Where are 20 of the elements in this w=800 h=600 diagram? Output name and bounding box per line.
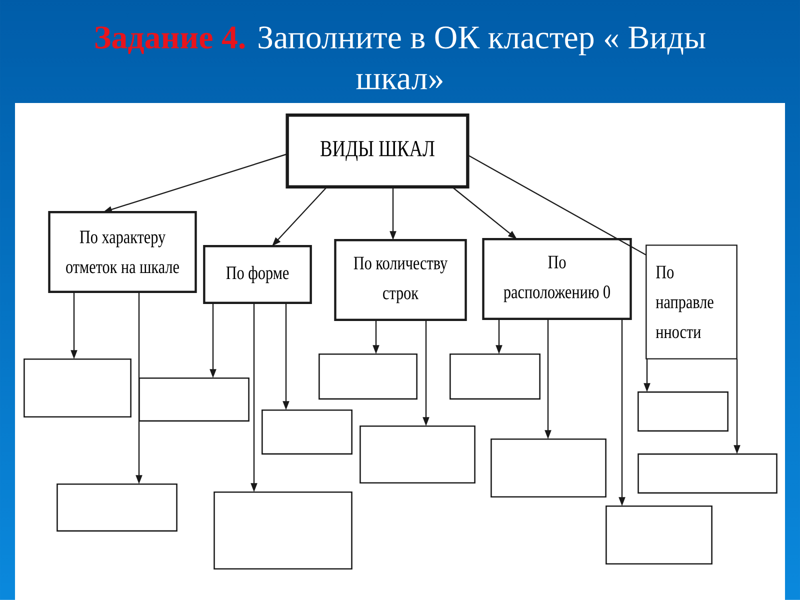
answer-box bbox=[214, 492, 352, 570]
answer-box bbox=[490, 438, 606, 498]
category-box: По направле нности bbox=[646, 244, 738, 360]
heading-box: ВИДЫ ШКАЛ bbox=[286, 114, 470, 188]
answer-box bbox=[360, 425, 476, 484]
category-box: По количеству строк bbox=[334, 239, 467, 321]
answer-box bbox=[638, 391, 728, 432]
category-box: По характеру отметок на шкале bbox=[48, 211, 197, 293]
answer-box bbox=[24, 358, 132, 418]
answer-box bbox=[450, 353, 540, 400]
answer-box bbox=[318, 353, 418, 400]
answer-box bbox=[56, 483, 178, 532]
connector-line bbox=[467, 154, 646, 256]
category-box: По форме bbox=[203, 245, 312, 304]
answer-box bbox=[138, 377, 250, 422]
title: Задание 4. Заполните в ОК кластер « Виды шкал» bbox=[95, 26, 706, 90]
answer-box bbox=[262, 409, 352, 455]
answer-box bbox=[638, 453, 778, 494]
answer-box bbox=[606, 505, 712, 565]
category-box: По расположению 0 bbox=[482, 238, 632, 320]
